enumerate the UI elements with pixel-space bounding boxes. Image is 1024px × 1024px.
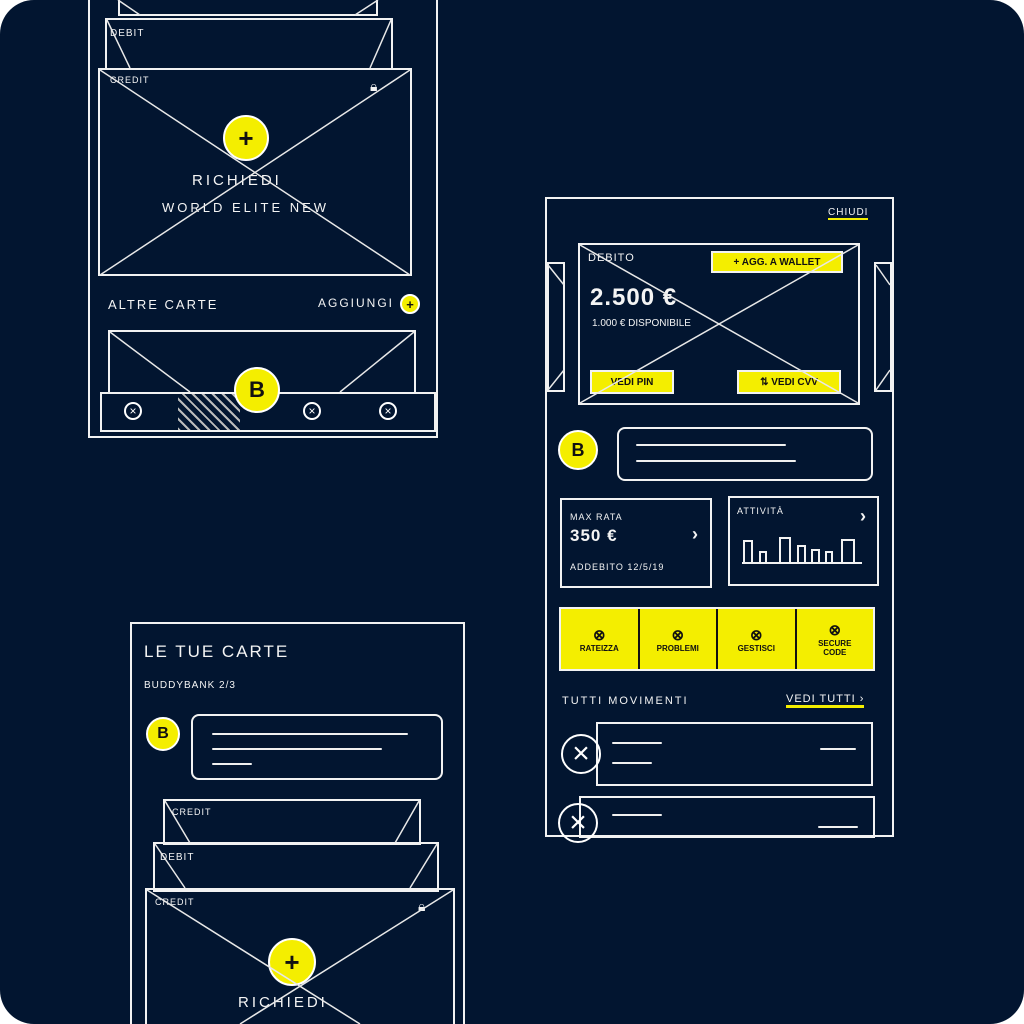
max-rata-card[interactable] xyxy=(560,498,712,588)
add-to-wallet-button[interactable]: + Agg. a wallet xyxy=(711,251,843,273)
card-label: Credit xyxy=(155,897,195,907)
page-subtitle: Buddybank 2/3 xyxy=(144,680,236,691)
card-label: Credit xyxy=(172,807,212,817)
max-rata-label: Max rata xyxy=(570,512,623,522)
message-line xyxy=(212,763,252,765)
tab-icon[interactable]: × xyxy=(379,402,397,420)
card-credit-label: Credit xyxy=(110,75,150,85)
action-secure-code[interactable]: ⊗Secure code xyxy=(797,609,874,669)
card-label: Debit xyxy=(160,852,195,863)
card-credit[interactable] xyxy=(163,799,421,845)
balance: 2.500 € xyxy=(590,284,678,311)
quick-actions: ⊗Rateizza ⊗Problemi ⊗Gestisci ⊗Secure co… xyxy=(559,607,875,671)
message-line xyxy=(212,748,382,750)
message-line xyxy=(636,444,786,446)
activity-label: Attività xyxy=(737,506,784,516)
other-cards-title: Altre carte xyxy=(108,297,219,312)
tab-icon[interactable]: × xyxy=(303,402,321,420)
message-line xyxy=(212,733,408,735)
lock-icon: 🔒︎ xyxy=(370,78,379,94)
movement-amount xyxy=(820,748,856,750)
add-icon[interactable]: + xyxy=(400,294,420,314)
request-title: Richiedi xyxy=(192,172,282,189)
chevron-right-icon: › xyxy=(860,506,867,526)
chevron-right-icon: › xyxy=(692,524,699,544)
movement-row[interactable] xyxy=(596,722,873,786)
message-bubble[interactable] xyxy=(617,427,873,481)
action-icon: ⊗ xyxy=(828,622,842,639)
card-debit[interactable] xyxy=(153,842,439,892)
home-logo-tab[interactable]: B xyxy=(234,367,280,413)
movement-text xyxy=(612,814,662,816)
message-line xyxy=(636,460,796,462)
add-card-button[interactable]: + xyxy=(223,115,269,161)
phone-frame xyxy=(88,0,438,438)
addebito-date: Addebito 12/5/19 xyxy=(570,562,665,572)
lock-icon: 🔒︎ xyxy=(418,898,427,914)
action-rateizza[interactable]: ⊗Rateizza xyxy=(561,609,640,669)
movement-icon: × xyxy=(558,803,598,843)
assistant-avatar: B xyxy=(558,430,598,470)
movement-amount xyxy=(818,826,858,828)
view-pin-button[interactable]: Vedi PIN xyxy=(590,370,674,394)
movement-icon: × xyxy=(561,734,601,774)
next-card[interactable] xyxy=(874,262,892,392)
phone-frame xyxy=(130,622,465,1024)
card-debit-label: Debit xyxy=(110,28,145,39)
assistant-avatar: B xyxy=(146,717,180,751)
action-problemi[interactable]: ⊗Problemi xyxy=(640,609,718,669)
action-icon: ⊗ xyxy=(749,626,763,644)
message-bubble[interactable] xyxy=(191,714,443,780)
action-label: Secure code xyxy=(818,639,852,657)
action-label: Problemi xyxy=(656,643,699,653)
movements-title: Tutti movimenti xyxy=(562,695,689,707)
action-label: Gestisci xyxy=(737,643,775,653)
action-gestisci[interactable]: ⊗Gestisci xyxy=(718,609,797,669)
available-amount: 1.000 € disponibile xyxy=(592,318,691,329)
see-all-link[interactable]: Vedi tutti › xyxy=(786,693,865,708)
request-subtitle: World Elite New xyxy=(162,200,330,215)
movement-row[interactable] xyxy=(579,796,875,838)
action-label: Rateizza xyxy=(579,643,619,653)
card-stack-top xyxy=(118,0,378,16)
tab-icon[interactable]: × xyxy=(124,402,142,420)
activity-card[interactable] xyxy=(728,496,879,586)
movement-text xyxy=(612,742,662,744)
request-title: Richiedi xyxy=(238,994,328,1011)
add-card-button[interactable]: + xyxy=(268,938,316,986)
tab-active[interactable] xyxy=(178,394,240,430)
close-link[interactable]: Chiudi xyxy=(828,207,869,220)
card-debit[interactable] xyxy=(105,18,393,70)
card-credit-main[interactable] xyxy=(145,888,455,1024)
add-link[interactable]: Aggiungi xyxy=(318,296,395,310)
page-title: Le tue carte xyxy=(144,642,290,661)
max-rata-value: 350 € xyxy=(570,526,618,545)
movement-text xyxy=(612,762,652,764)
action-icon: ⊗ xyxy=(592,626,606,644)
card-type: Debito xyxy=(588,252,635,264)
prev-card[interactable] xyxy=(547,262,565,392)
view-cvv-button[interactable]: ⇅ Vedi CVV xyxy=(737,370,841,394)
action-icon: ⊗ xyxy=(671,626,685,644)
